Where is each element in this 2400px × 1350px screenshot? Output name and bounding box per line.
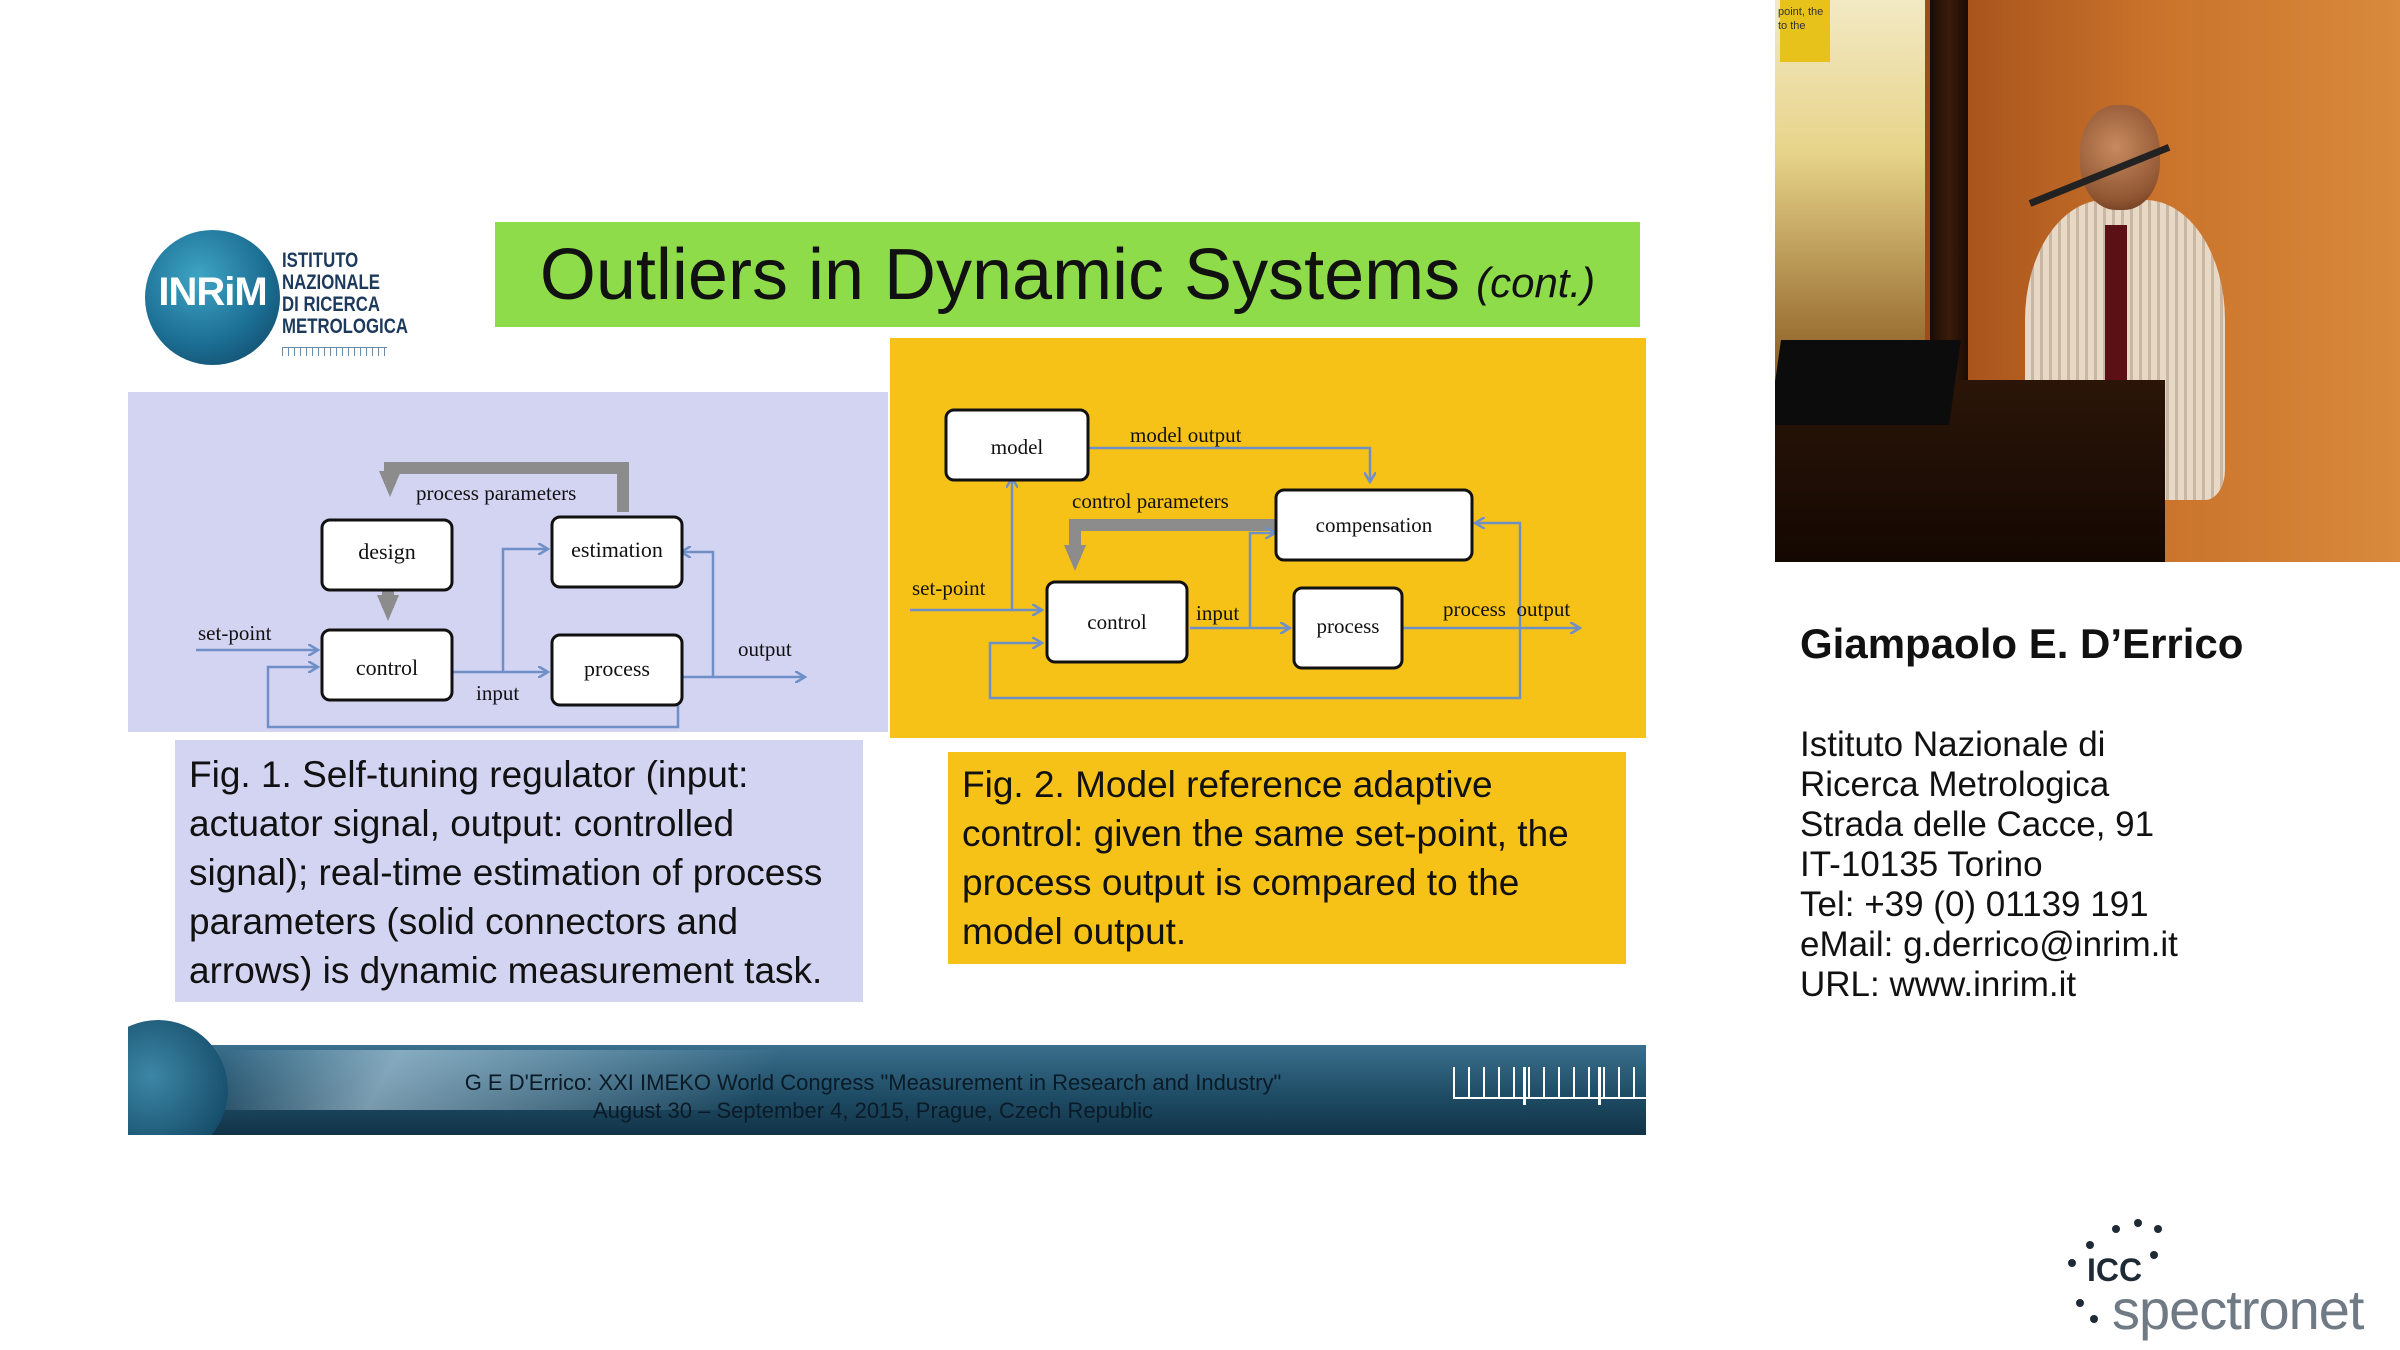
speaker-phone: Tel: +39 (0) 01139 191 [1800, 885, 2149, 924]
logo-line: DI RICERCA [282, 293, 381, 316]
logo-text: ISTITUTO NAZIONALE DI RICERCA METROLOGIC… [282, 250, 408, 338]
fig1-caption: Fig. 1. Self-tuning regulator (input: ac… [175, 740, 863, 1002]
slide-title: Outliers in Dynamic Systems [539, 234, 1461, 315]
speaker-url: URL: www.inrim.it [1800, 965, 2077, 1004]
fig2-compensation-box [1274, 488, 1474, 562]
fig2-model-output-line [1088, 446, 1370, 482]
speaker-name: Giampaolo E. D’Errico [1800, 620, 2244, 667]
footer-ruler-tick [1523, 1067, 1526, 1105]
fig1-design-box [320, 518, 454, 592]
fig1-control-box [320, 628, 454, 702]
fig1-input-estimation-line [501, 549, 548, 672]
speaker-address: Strada delle Cacce, 91 [1800, 805, 2155, 844]
fig2-label-model-output: model output [1130, 423, 1242, 447]
logo-line: ISTITUTO [282, 249, 359, 272]
footer-ruler-tick [1598, 1067, 1601, 1105]
fig1-label-control: control [356, 655, 418, 680]
inrim-logo: INRiM ISTITUTO NAZIONALE DI RICERCA METR… [145, 225, 408, 375]
fig2-param-path [1064, 519, 1275, 571]
fig1-control-feedback-line [266, 667, 680, 729]
fig2-output-compensation-line [1475, 523, 1522, 628]
speaker-institute: Ricerca Metrologica [1800, 765, 2110, 804]
logo-ruler [282, 347, 387, 356]
fig1-label-set-point: set-point [198, 621, 272, 645]
fig2-process-box [1292, 586, 1404, 670]
fig1-label-estimation: estimation [571, 537, 663, 562]
speaker-contact: Istituto Nazionale di Ricerca Metrologic… [1800, 725, 2178, 1005]
fig2-label-process-output: process output [1443, 597, 1570, 621]
fig2-label-process: process [1317, 614, 1380, 638]
fig2-label-set-point: set-point [912, 576, 986, 600]
screen-highlight [1780, 0, 1830, 62]
fig1-estimation-box [550, 515, 684, 589]
speaker-institute: Istituto Nazionale di [1800, 725, 2106, 764]
logo-circle [145, 230, 280, 365]
logo-icc: ICC [2087, 1252, 2143, 1288]
logo-line: METROLOGICA [282, 315, 408, 338]
speaker-email: eMail: g.derrico@inrim.it [1800, 925, 2178, 964]
logo-spectronet: spectronet [2112, 1278, 2364, 1341]
footer-ruler [1453, 1067, 1646, 1099]
footer-conference: G E D'Errico: XXI IMEKO World Congress "… [464, 1070, 1282, 1095]
fig1-output-feedback-line [681, 552, 715, 677]
fig2-svg: model model output control parameters co… [910, 408, 1646, 700]
screen-text-line: to the [1778, 20, 1806, 32]
fig2-caption: Fig. 2. Model reference adaptive control… [948, 752, 1626, 964]
projection-screen: point, the to the [1775, 0, 1925, 380]
fig2-feedback-line [988, 628, 1522, 700]
speaker-city: IT-10135 Torino [1800, 845, 2043, 884]
slide-footer-banner: G E D'Errico: XXI IMEKO World Congress "… [128, 1020, 1646, 1135]
fig1-diagram: process parameters design estimation set… [128, 392, 888, 732]
fig2-label-control: control [1087, 610, 1147, 634]
fig1-process-box [550, 633, 684, 707]
fig1-label-process-parameters: process parameters [416, 481, 576, 505]
fig2-label-compensation: compensation [1316, 513, 1433, 537]
laptop [1775, 340, 1961, 425]
logo-mark: INRiM [158, 270, 267, 314]
fig1-label-design: design [358, 539, 415, 564]
icc-spectronet-logo: ICC spectronet [2050, 1215, 2390, 1350]
fig2-input-compensation-line [1248, 533, 1275, 628]
fig2-model-box [944, 408, 1090, 482]
footer-dates: August 30 – September 4, 2015, Prague, C… [592, 1098, 1154, 1123]
speaker-tie [2105, 225, 2127, 425]
fig1-label-input: input [476, 681, 519, 705]
fig1-label-process: process [584, 656, 650, 681]
fig2-control-box [1045, 580, 1189, 664]
fig1-label-output: output [738, 637, 792, 661]
footer-swoosh [128, 1020, 228, 1135]
fig2-label-input: input [1196, 601, 1239, 625]
fig2-label-model: model [991, 435, 1044, 459]
speaker-video[interactable]: point, the to the [1775, 0, 2400, 562]
screen-text-line: point, the [1778, 6, 1824, 18]
slide-title-suffix: (cont.) [1476, 258, 1596, 306]
logo-line: NAZIONALE [282, 271, 380, 294]
screen-text: point, the to the [1778, 5, 1823, 33]
fig1-svg: process parameters design estimation set… [196, 462, 888, 729]
fig1-param-path [379, 462, 629, 512]
slide-title-banner: Outliers in Dynamic Systems (cont.) [495, 222, 1640, 327]
fig2-label-control-parameters: control parameters [1072, 489, 1229, 513]
fig2-diagram: model model output control parameters co… [890, 338, 1646, 738]
